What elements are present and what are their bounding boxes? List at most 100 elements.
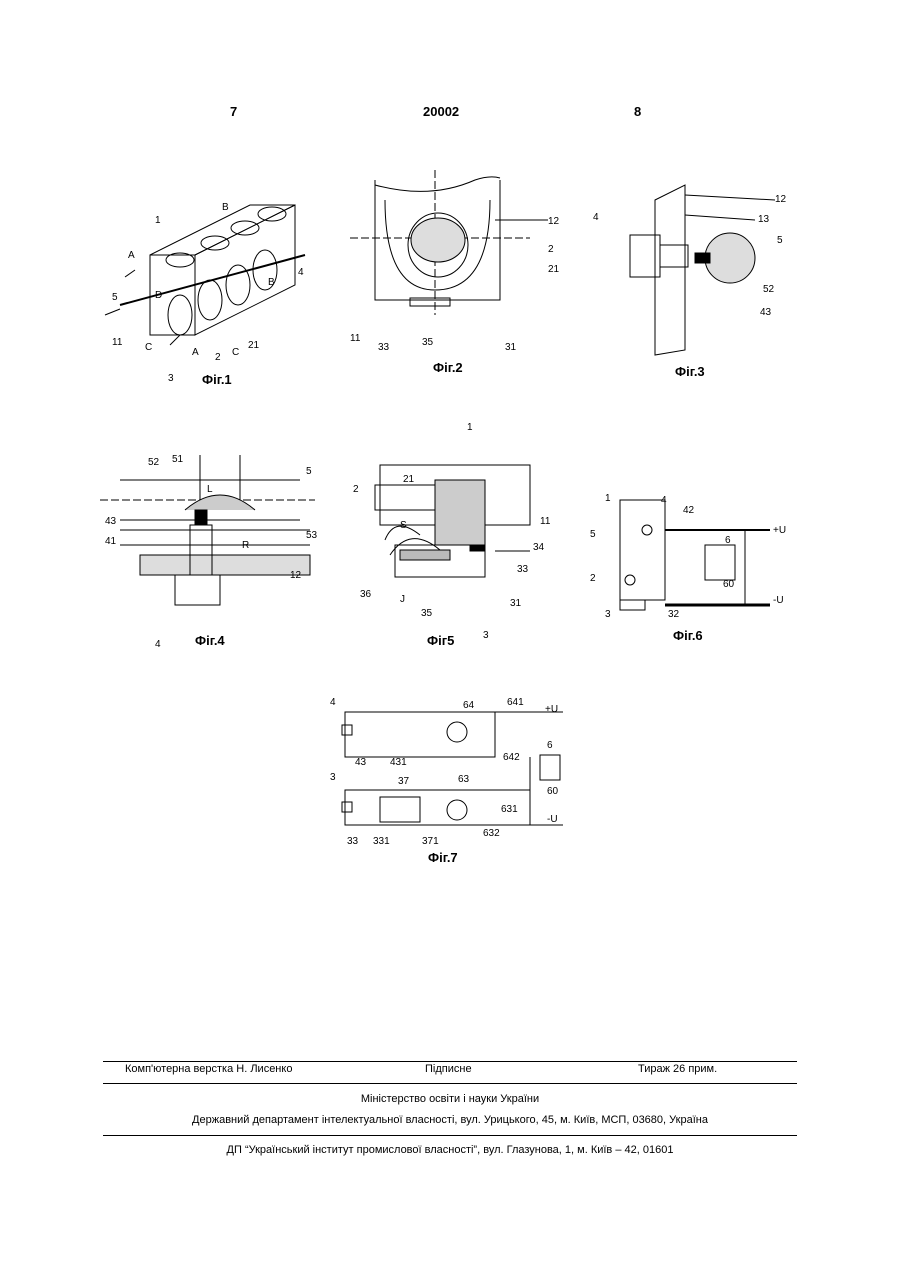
reference-label: -U bbox=[773, 595, 784, 606]
reference-label: 63 bbox=[458, 774, 470, 785]
reference-label: 21 bbox=[248, 340, 260, 351]
reference-label: 4 bbox=[330, 697, 336, 708]
department-address: Державний департамент інтелектуальної вл… bbox=[103, 1114, 797, 1126]
reference-label: B bbox=[268, 277, 275, 288]
reference-label: 1 bbox=[155, 215, 161, 226]
reference-label: 33 bbox=[378, 342, 390, 353]
reference-label: 43 bbox=[760, 307, 772, 318]
reference-label: 60 bbox=[547, 786, 559, 797]
reference-label: C bbox=[232, 347, 239, 358]
subscription-note: Підписне bbox=[425, 1063, 472, 1075]
reference-label: 371 bbox=[422, 836, 439, 847]
figure-2-caption: Фіг.2 bbox=[433, 360, 463, 375]
reference-label: 3 bbox=[330, 772, 336, 783]
reference-label: 6 bbox=[547, 740, 553, 751]
reference-label: S bbox=[400, 520, 407, 531]
figure-6-drawing: 1 4 42 +U 5 6 60 2 -U 3 32 Фіг.6 bbox=[585, 475, 800, 655]
layout-credit: Комп'ютерна верстка Н. Лисенко bbox=[125, 1063, 292, 1075]
figure-2: 12 2 21 11 33 35 31 Фіг.2 bbox=[340, 160, 570, 380]
reference-label: L bbox=[207, 484, 213, 495]
reference-label: D bbox=[155, 290, 162, 301]
reference-label: 632 bbox=[483, 828, 500, 839]
circulation-note: Тираж 26 прим. bbox=[638, 1063, 717, 1075]
ministry-name: Міністерство освіти і науки України bbox=[103, 1093, 797, 1105]
reference-label: 35 bbox=[422, 337, 434, 348]
reference-label: -U bbox=[547, 814, 558, 825]
reference-label: B bbox=[222, 202, 229, 213]
reference-label: 642 bbox=[503, 752, 520, 763]
figure-6-labels: 1 4 42 +U 5 6 60 2 -U 3 32 bbox=[590, 493, 786, 620]
reference-label: 2 bbox=[353, 484, 359, 495]
reference-label: 64 bbox=[463, 700, 475, 711]
reference-label: 51 bbox=[172, 454, 184, 465]
reference-label: 43 bbox=[355, 757, 367, 768]
reference-label: 1 bbox=[605, 493, 611, 504]
figure-7: 4 64 641 +U 43 431 642 6 3 37 63 60 631 … bbox=[325, 690, 570, 875]
reference-label: 6 bbox=[725, 535, 731, 546]
figure-7-drawing: 4 64 641 +U 43 431 642 6 3 37 63 60 631 … bbox=[325, 690, 570, 875]
figure-5: 1 21 2 11 S 34 33 36 J 35 31 3 Фіг5 bbox=[345, 420, 560, 655]
institute-address: ДП “Український інститут промислової вла… bbox=[103, 1144, 797, 1156]
reference-label: 631 bbox=[501, 804, 518, 815]
reference-label: A bbox=[128, 250, 135, 261]
page-number-right: 8 bbox=[634, 104, 641, 119]
reference-label: 431 bbox=[390, 757, 407, 768]
figure-1: 1 B A 4 5 D B 11 C A C 2 21 3 Фіг.1 bbox=[100, 185, 315, 395]
reference-label: 11 bbox=[350, 333, 361, 344]
reference-label: 3 bbox=[483, 630, 489, 641]
reference-label: 36 bbox=[360, 589, 372, 600]
footer-rule-top bbox=[103, 1061, 797, 1062]
reference-label: 641 bbox=[507, 697, 524, 708]
figure-3-drawing: 12 4 13 5 52 43 Фіг.3 bbox=[585, 180, 795, 385]
figure-1-drawing: 1 B A 4 5 D B 11 C A C 2 21 3 Фіг.1 bbox=[100, 185, 315, 395]
reference-label: 32 bbox=[668, 609, 680, 620]
reference-label: 52 bbox=[763, 284, 775, 295]
reference-label: 3 bbox=[168, 373, 174, 384]
figure-3-labels: 12 4 13 5 52 43 bbox=[593, 194, 787, 318]
reference-label: 37 bbox=[398, 776, 410, 787]
figure-6: 1 4 42 +U 5 6 60 2 -U 3 32 Фіг.6 bbox=[585, 475, 800, 655]
reference-label: 4 bbox=[155, 639, 161, 650]
reference-label: 12 bbox=[290, 570, 302, 581]
page-number-left: 7 bbox=[230, 104, 237, 119]
reference-label: 33 bbox=[347, 836, 359, 847]
reference-label: 2 bbox=[590, 573, 596, 584]
reference-label: C bbox=[145, 342, 152, 353]
reference-label: J bbox=[400, 594, 405, 605]
figure-1-caption: Фіг.1 bbox=[202, 372, 232, 387]
reference-label: 21 bbox=[403, 474, 415, 485]
reference-label: 52 bbox=[148, 457, 160, 468]
reference-label: 31 bbox=[505, 342, 517, 353]
footer-rule-middle bbox=[103, 1083, 797, 1084]
figure-7-caption: Фіг.7 bbox=[428, 850, 458, 865]
reference-label: 4 bbox=[593, 212, 599, 223]
reference-label: 1 bbox=[467, 422, 473, 433]
reference-label: 42 bbox=[683, 505, 695, 516]
figure-3: 12 4 13 5 52 43 Фіг.3 bbox=[585, 180, 795, 385]
reference-label: 5 bbox=[112, 292, 118, 303]
reference-label: 12 bbox=[775, 194, 787, 205]
reference-label: R bbox=[242, 540, 249, 551]
reference-label: 12 bbox=[548, 216, 560, 227]
reference-label: 31 bbox=[510, 598, 522, 609]
figure-4-labels: 52 51 L 5 43 41 R 53 12 4 bbox=[105, 454, 318, 650]
figure-4-drawing: 52 51 L 5 43 41 R 53 12 4 Фіг.4 bbox=[100, 440, 325, 655]
reference-label: 41 bbox=[105, 536, 117, 547]
reference-label: 2 bbox=[215, 352, 221, 363]
reference-label: +U bbox=[773, 525, 786, 536]
figure-2-drawing: 12 2 21 11 33 35 31 Фіг.2 bbox=[340, 160, 570, 380]
reference-label: 60 bbox=[723, 579, 735, 590]
reference-label: 43 bbox=[105, 516, 117, 527]
reference-label: 35 bbox=[421, 608, 433, 619]
reference-label: 34 bbox=[533, 542, 545, 553]
figure-5-drawing: 1 21 2 11 S 34 33 36 J 35 31 3 Фіг5 bbox=[345, 420, 560, 655]
reference-label: 11 bbox=[112, 337, 123, 348]
reference-label: 11 bbox=[540, 516, 551, 527]
figure-3-caption: Фіг.3 bbox=[675, 364, 705, 379]
reference-label: 33 bbox=[517, 564, 529, 575]
reference-label: 53 bbox=[306, 530, 318, 541]
patent-number: 20002 bbox=[423, 104, 459, 119]
reference-label: 5 bbox=[590, 529, 596, 540]
reference-label: 4 bbox=[661, 495, 667, 506]
reference-label: 331 bbox=[373, 836, 390, 847]
